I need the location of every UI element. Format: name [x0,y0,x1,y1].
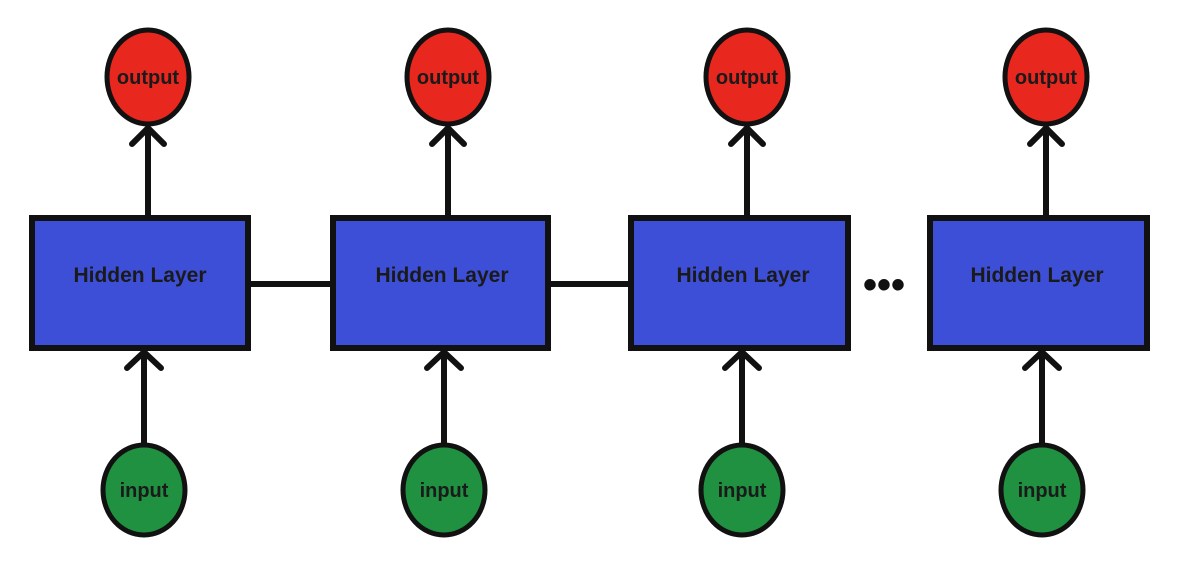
input-node [998,442,1086,538]
input-arrow-head [124,349,164,371]
output-node [104,27,192,127]
hidden-layer-box [628,215,851,351]
output-arrow-head [129,125,167,147]
hidden-layer-box [29,215,251,351]
input-label: input [120,480,169,502]
input-node [698,442,786,538]
output-node [703,27,791,127]
input-arrow-head [424,349,464,371]
input-node [100,442,188,538]
hidden-layer-box [927,215,1150,351]
input-arrow-head [1022,349,1062,371]
hidden-layer-label: Hidden Layer [375,264,508,287]
rnn-unit-3: output Hidden Layer input [628,27,851,538]
rnn-unit-1: output Hidden Layer input [29,27,251,538]
output-node [1002,27,1090,127]
hidden-layer-label: Hidden Layer [73,264,206,287]
hidden-layer-label: Hidden Layer [970,264,1103,287]
ellipsis: ••• [863,263,905,307]
output-label: output [1015,67,1078,89]
rnn-unit-4: output Hidden Layer input [927,27,1150,538]
input-label: input [1018,480,1067,502]
output-label: output [417,67,480,89]
input-label: input [420,480,469,502]
output-node [404,27,492,127]
input-label: input [718,480,767,502]
output-label: output [117,67,180,89]
hidden-layer-box [330,215,551,351]
output-arrow-head [728,125,766,147]
input-arrow-head [722,349,762,371]
output-arrow-head [429,125,467,147]
rnn-unit-2: output Hidden Layer input [330,27,551,538]
hidden-layer-label: Hidden Layer [676,264,809,287]
output-label: output [716,67,779,89]
input-node [400,442,488,538]
output-arrow-head [1027,125,1065,147]
